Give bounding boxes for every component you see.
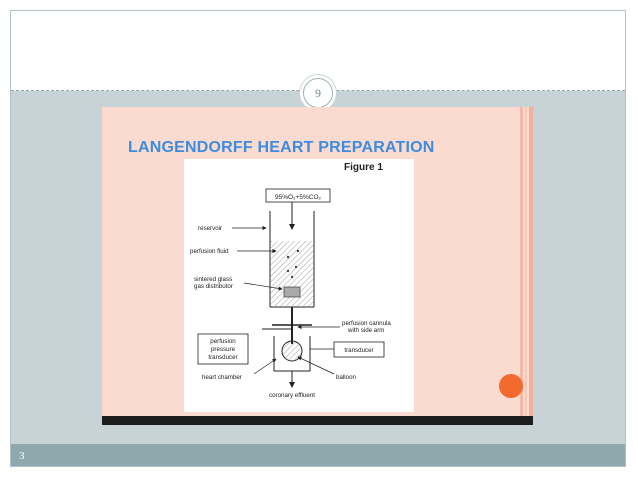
slide-header-area xyxy=(11,11,625,91)
gas-distributor-label: gas distributor xyxy=(194,283,233,290)
decorative-stripe xyxy=(529,107,533,425)
apparatus-diagram: 95%O₂+5%CO₂ xyxy=(190,188,391,399)
side-arm-label: with side arm xyxy=(347,327,384,334)
pressure-label-line2: pressure xyxy=(211,346,236,353)
gas-mixture-box xyxy=(265,188,331,203)
diagram-title: LANGENDORFF HEART PREPARATION xyxy=(128,139,435,156)
diagram-picture: LANGENDORFF HEART PREPARATION Figure 1 9… xyxy=(102,107,533,425)
gas-distributor xyxy=(283,286,301,298)
perfusion-fluid-label: perfusion fluid xyxy=(190,248,229,255)
figure-label: Figure 1 xyxy=(344,162,383,173)
pressure-label-line3: transducer xyxy=(208,354,237,361)
heart-chamber-label: heart chamber xyxy=(202,374,242,381)
decorative-stripe xyxy=(525,107,527,425)
slide-number: 3 xyxy=(19,450,25,462)
figure-panel: Figure 1 95%O₂+5%CO₂ xyxy=(184,159,414,412)
footer-bar xyxy=(11,444,625,466)
pressure-transducer-box xyxy=(197,333,249,365)
page-number-badge: 9 xyxy=(303,78,333,108)
pressure-label-line1: perfusion xyxy=(210,338,236,345)
decorative-orange-circle xyxy=(499,374,523,398)
perfusion-cannula-label: perfusion cannula xyxy=(342,320,391,327)
picture-bottom-bar xyxy=(102,416,533,425)
coronary-effluent-label: coronary effluent xyxy=(269,392,315,399)
balloon-label: balloon xyxy=(336,374,357,381)
sintered-glass-label: sintered glass xyxy=(194,276,232,283)
transducer-box xyxy=(333,341,385,358)
gas-mixture-label: 95%O₂+5%CO₂ xyxy=(275,194,322,201)
reservoir-label: reservoir xyxy=(198,225,222,232)
transducer-label: transducer xyxy=(344,347,373,354)
slide: 9 3 LANGENDORFF HEART PREPARATION Figure… xyxy=(10,10,626,467)
heart xyxy=(281,340,303,362)
decorative-stripe xyxy=(520,107,523,425)
